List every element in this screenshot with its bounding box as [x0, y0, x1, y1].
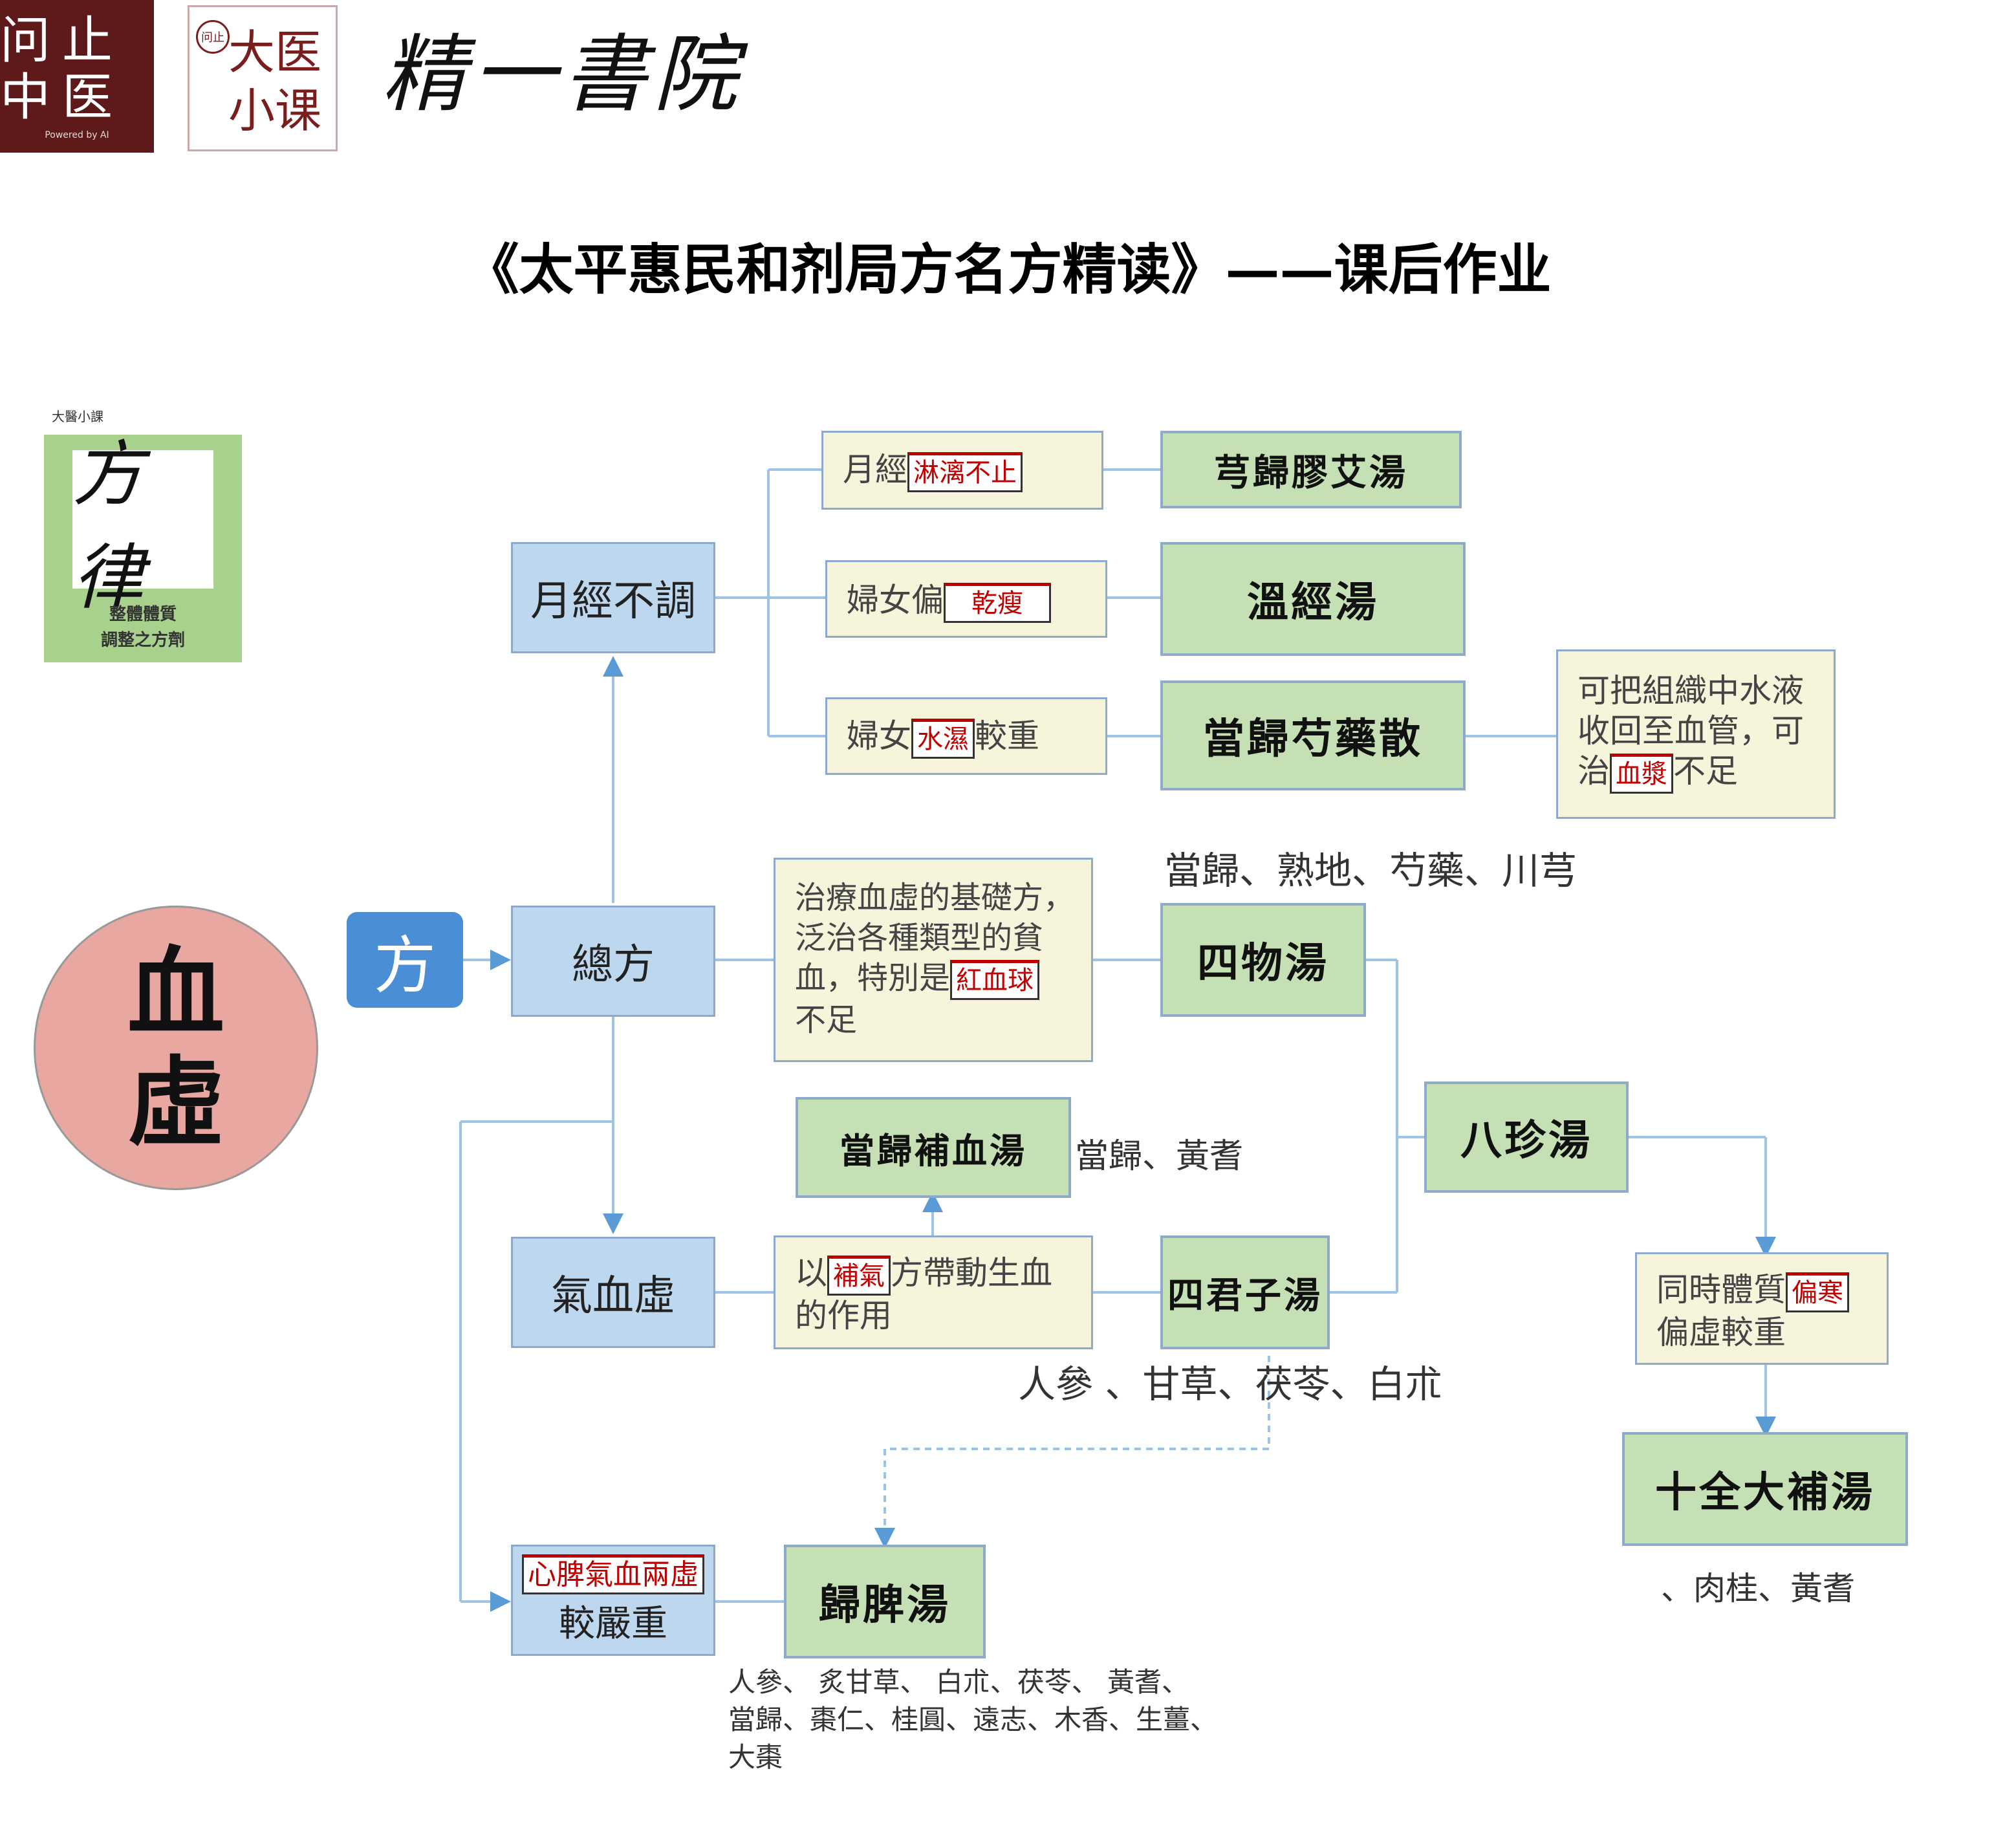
- zong-highlight: 紅血球: [950, 960, 1040, 1000]
- category-yuejing: 月經不調: [511, 542, 715, 653]
- guipi-ingredients: 人參、 炙甘草、 白朮、茯苓、 黃耆、 當歸、棗仁、桂圓、遠志、木香、生薑、 大…: [728, 1664, 1217, 1776]
- xinpi-highlight: 心脾氣血兩虛: [522, 1554, 704, 1594]
- book-sub1: 整體體質: [109, 605, 177, 624]
- zong-line4: 不足: [795, 1002, 858, 1038]
- c2-highlight: 乾瘦: [944, 582, 1051, 623]
- formula-siwu: 四物湯: [1160, 903, 1366, 1017]
- sq-l2: 偏虛較重: [1656, 1313, 1786, 1351]
- logo2-line2: 小课: [228, 83, 322, 138]
- formula-bazhen: 八珍湯: [1424, 1081, 1629, 1193]
- guipi-ing-l1: 人參、 炙甘草、 白朮、茯苓、 黃耆、: [728, 1666, 1189, 1698]
- circle-line2: 虛: [127, 1046, 224, 1160]
- brand-calligraphy: 精一書院: [382, 25, 744, 124]
- formula-xiongguijiaoai: 芎歸膠艾湯: [1160, 431, 1462, 508]
- qi-post: 方帶動生血: [891, 1254, 1052, 1292]
- logo2-line1: 大医: [228, 25, 322, 80]
- category-zongfang: 總方: [511, 906, 715, 1017]
- circle-line1: 血: [127, 936, 224, 1050]
- c1-pre: 月經: [843, 451, 907, 488]
- book-cover-subtitle: 整體體質 調整之方劑: [44, 602, 242, 653]
- c3-post: 較重: [975, 717, 1039, 755]
- dg-note-l1: 可把組織中水液: [1577, 672, 1804, 710]
- zong-line1: 治療血虛的基礎方，: [795, 880, 1075, 916]
- seal-icon: 问止: [196, 20, 230, 54]
- qi-line2: 的作用: [795, 1296, 892, 1334]
- formula-shiquan: 十全大補湯: [1622, 1432, 1908, 1546]
- dg-note-l3: 治: [1577, 752, 1610, 790]
- qi-pre: 以: [795, 1254, 827, 1292]
- seal-text: 问止: [201, 31, 224, 45]
- c3-pre: 婦女: [847, 717, 911, 755]
- formula-dangguishaoyao: 當歸芍藥散: [1160, 680, 1466, 790]
- dayi-xiaoke-logo: 问止 大医 小课: [188, 5, 338, 151]
- guipi-ing-l2: 當歸、棗仁、桂圓、遠志、木香、生薑、: [728, 1704, 1218, 1735]
- qixue-note: 以補氣方帶動生血 的作用: [774, 1235, 1093, 1349]
- zongfang-note: 治療血虛的基礎方， 泛治各種類型的貧 血，特別是紅血球 不足: [774, 858, 1093, 1062]
- danggui-buxue-ingredients: 當歸、黃耆: [1075, 1137, 1244, 1176]
- formula-guipi: 歸脾湯: [784, 1545, 986, 1658]
- xinpi-rest: 較嚴重: [559, 1602, 667, 1645]
- condition-1: 月經淋漓不止: [821, 431, 1103, 510]
- formula-dangguibuxue: 當歸補血湯: [796, 1097, 1071, 1198]
- formula-wenjing: 溫經湯: [1160, 542, 1466, 656]
- sijunzi-ingredients: 人參 、甘草、茯苓、白朮: [1018, 1362, 1443, 1406]
- shiquan-ingredients: 、肉桂、黃耆: [1661, 1570, 1855, 1607]
- category-xinpi: 心脾氣血兩虛 較嚴重: [511, 1545, 715, 1656]
- c2-pre: 婦女偏: [847, 581, 944, 619]
- siwu-ingredients: 當歸、熟地、芍藥、川芎: [1164, 849, 1577, 893]
- zong-line2: 泛治各種類型的貧: [795, 920, 1044, 956]
- book-sub2: 調整之方劑: [100, 631, 185, 650]
- book-cover: 方律 整體體質 調整之方劑: [44, 433, 242, 662]
- wenzhi-logo: 问止中医 Powered by AI: [0, 0, 154, 153]
- dg-note-l3-post: 不足: [1673, 752, 1738, 790]
- category-qixue: 氣血虛: [511, 1237, 715, 1348]
- book-cover-title: 方律: [72, 433, 213, 619]
- formula-sijunzi: 四君子湯: [1160, 1235, 1330, 1349]
- fang-label: 方: [347, 912, 463, 1008]
- sq-l1: 同時體質: [1656, 1271, 1786, 1309]
- sq-highlight: 偏寒: [1786, 1272, 1849, 1312]
- c1-highlight: 淋漓不止: [907, 451, 1023, 492]
- condition-3: 婦女水濕較重: [825, 697, 1107, 775]
- zong-line3: 血，特別是: [795, 960, 951, 996]
- condition-2: 婦女偏乾瘦: [825, 560, 1107, 638]
- danggui-shaoyao-note: 可把組織中水液 收回至血管，可 治血漿不足: [1556, 649, 1836, 819]
- dg-note-highlight: 血漿: [1610, 753, 1673, 794]
- logo-powered-text: Powered by AI: [45, 130, 109, 140]
- guipi-ing-l3: 大棗: [728, 1741, 783, 1773]
- book-top-label: 大醫小課: [52, 409, 103, 424]
- qi-highlight: 補氣: [827, 1255, 891, 1296]
- c3-highlight: 水濕: [911, 718, 975, 759]
- blood-deficiency-circle: 血 虛: [34, 906, 318, 1190]
- dg-note-l2: 收回至血管，可: [1577, 712, 1804, 750]
- shiquan-note: 同時體質偏寒 偏虛較重: [1635, 1252, 1889, 1365]
- page-title: 《太平惠民和剂局方名方精读》——课后作业: [464, 237, 1552, 301]
- logo-text: 问止中医: [0, 12, 125, 127]
